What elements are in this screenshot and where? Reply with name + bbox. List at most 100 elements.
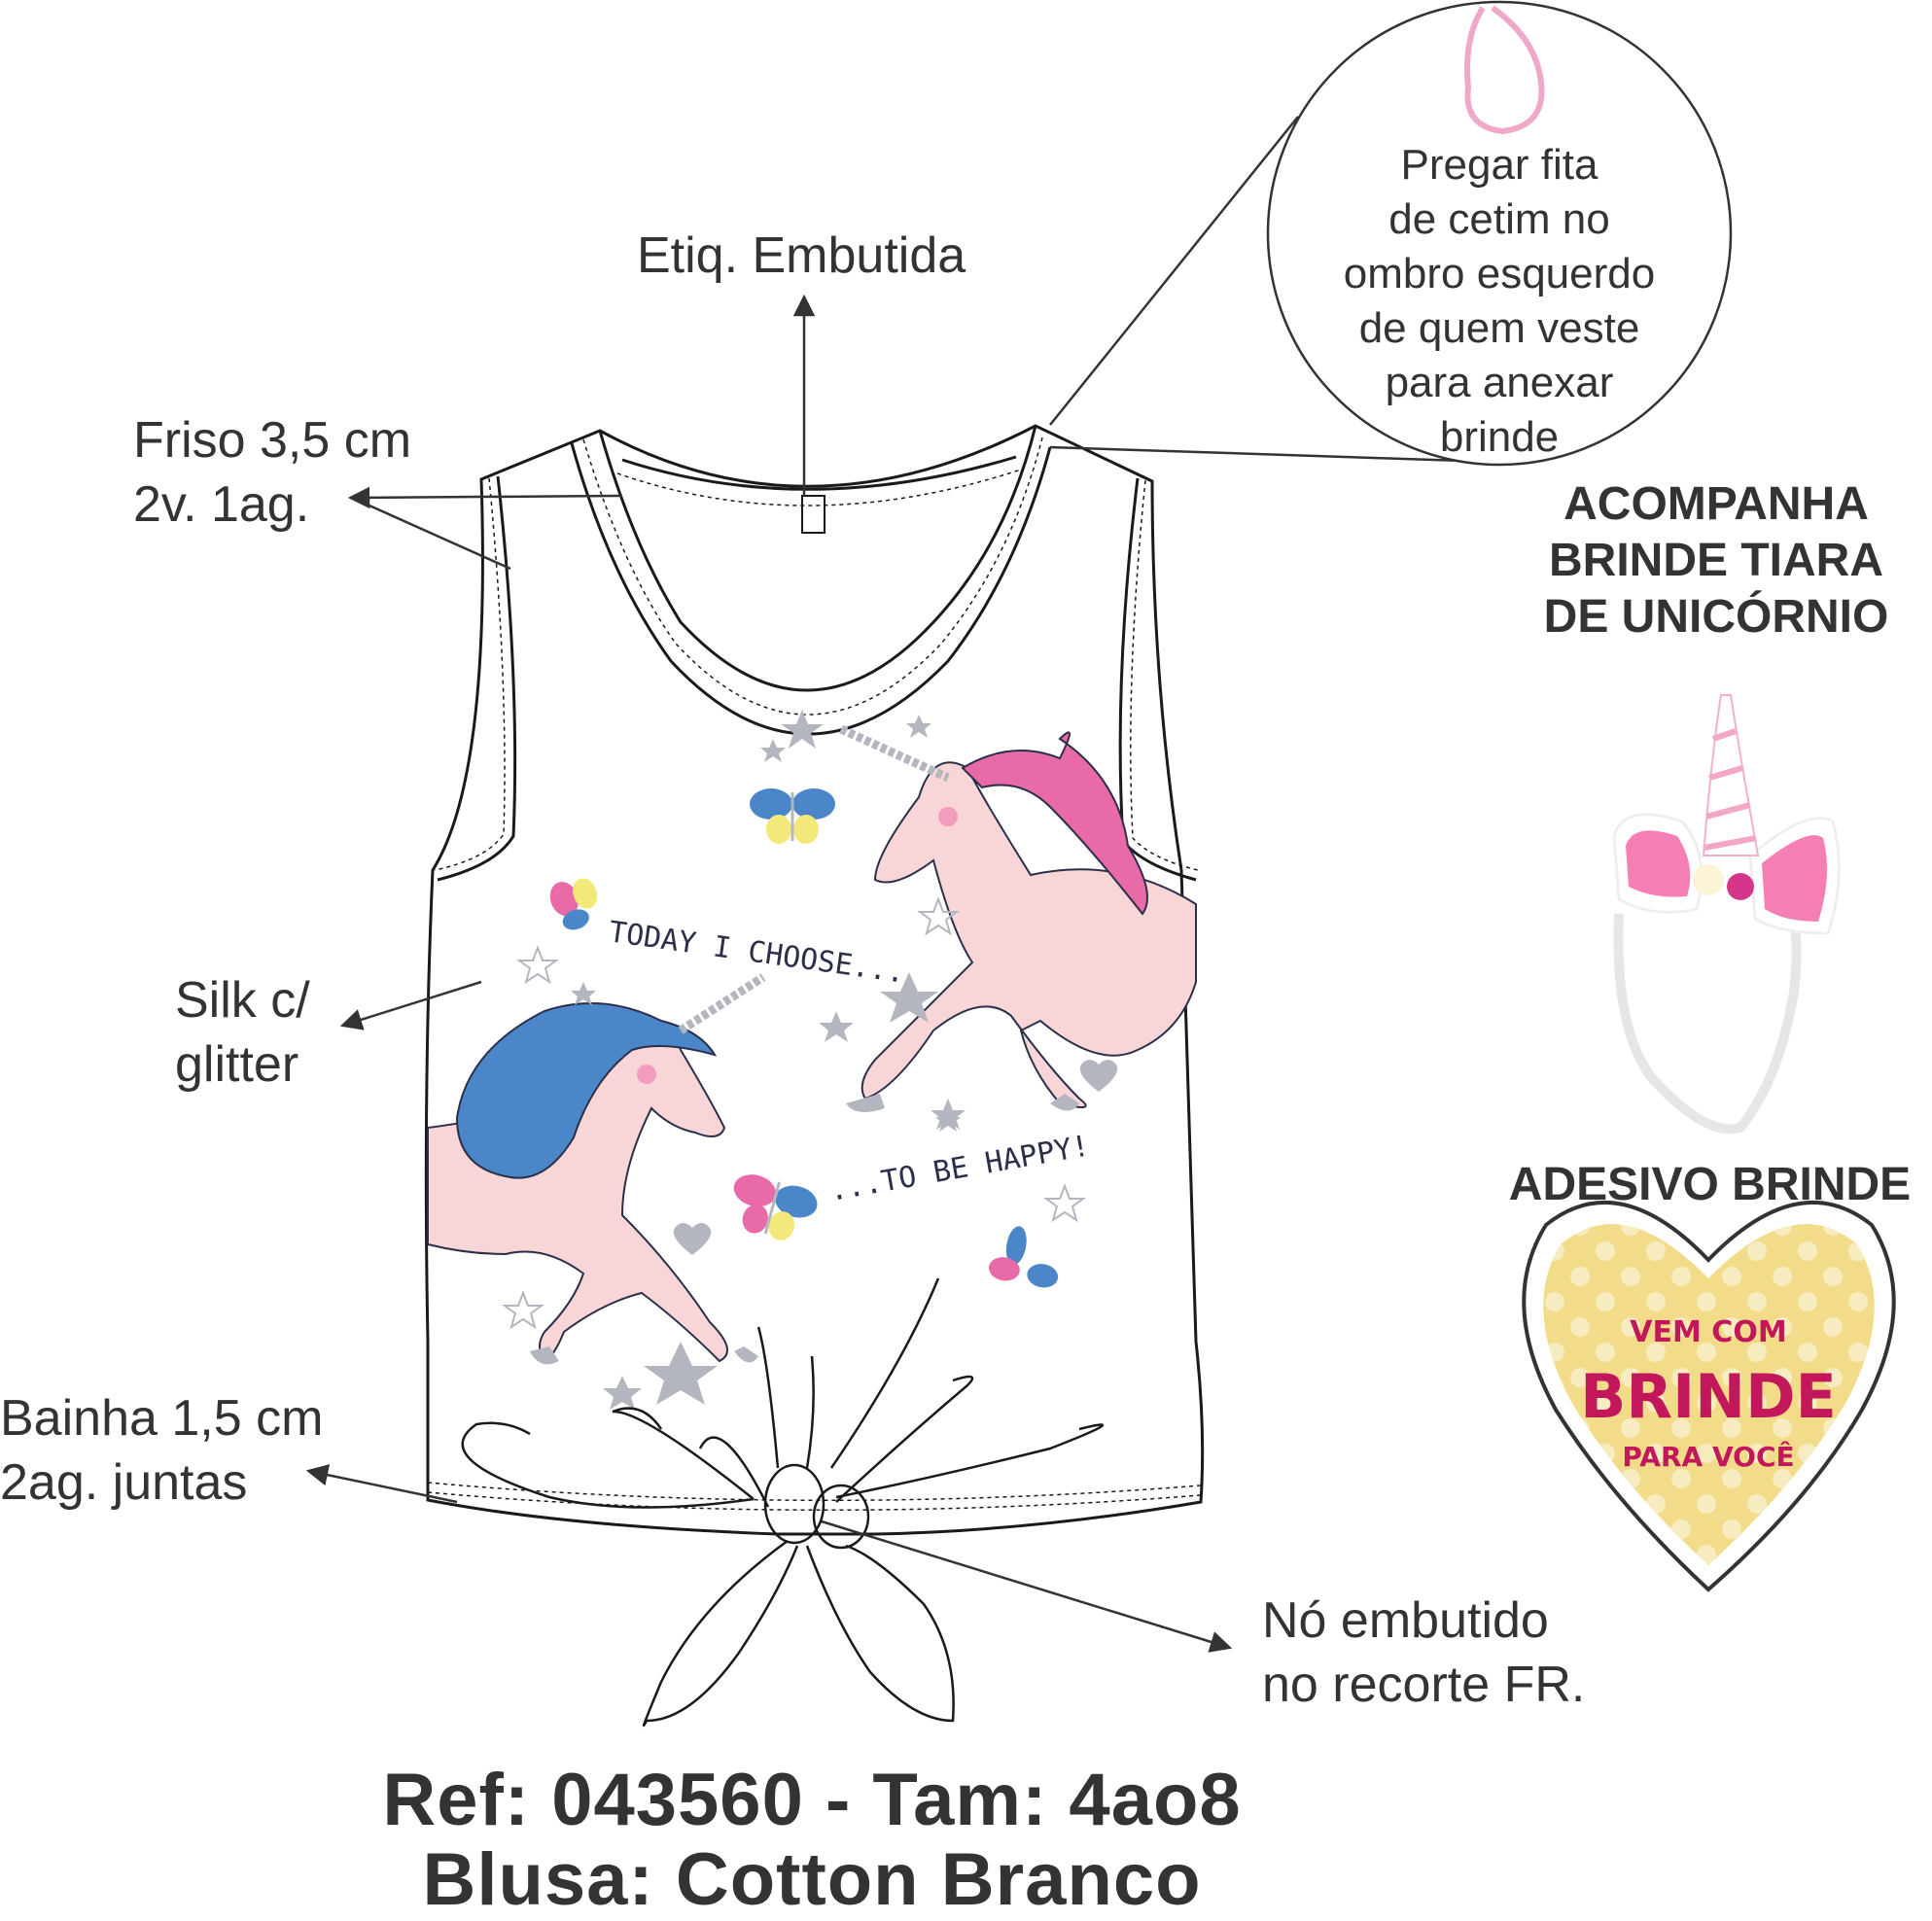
- star-icon: [819, 1011, 854, 1042]
- star-icon: [760, 739, 786, 762]
- hem-stitch-2: [427, 1491, 1202, 1512]
- star-icon: [935, 1108, 961, 1132]
- label-tag-callout: Etiq. Embutida: [637, 227, 966, 284]
- armhole-left-inner: [437, 475, 517, 882]
- star-icon: [906, 715, 931, 738]
- butterfly-icon: [750, 788, 835, 844]
- star-icon: [644, 1342, 718, 1405]
- front-knot: [461, 1277, 1105, 1728]
- star-icon: [880, 972, 938, 1023]
- tie-right-end: [805, 1544, 955, 1723]
- butterfly-icon: [549, 878, 598, 930]
- armhole-right-inner: [1118, 477, 1197, 882]
- unicorn-tiara-image: [1612, 694, 1841, 1135]
- armhole-right-stitch: [1130, 479, 1199, 871]
- star-icon: [603, 1376, 642, 1410]
- bubble-leader-2: [1049, 445, 1493, 464]
- tiara-gift-title: ACOMPANHA BRINDE TIARA DE UNICÓRNIO: [1512, 476, 1920, 646]
- print-callout-line1: Silk c/: [175, 972, 310, 1029]
- outline-star-icon: [501, 1290, 545, 1330]
- outline-star-icon: [515, 945, 560, 985]
- knot-callout-line1: Nó embutido: [1262, 1592, 1549, 1649]
- knot-leader: [821, 1519, 1233, 1653]
- unicorn-print: TODAY I CHOOSE... ...TO BE HAPPY!: [427, 710, 1197, 1410]
- tiara-rose-white: [1693, 864, 1724, 895]
- knot-right-loop: [835, 1375, 974, 1503]
- tie-left-end: [642, 1539, 799, 1728]
- knot-center-line-3: [805, 1355, 815, 1469]
- garment-outline: [424, 424, 1205, 1536]
- bubble-line: para anexar: [1385, 359, 1614, 406]
- armhole-left-stitch: [434, 477, 506, 871]
- outline-star-icon: [916, 896, 961, 936]
- tiara-rose-pink: [1727, 873, 1754, 900]
- knot-right-loop-2: [835, 1423, 1105, 1499]
- print-phrase-happy: ...TO BE HAPPY!: [826, 1129, 1092, 1208]
- knot-center-line-2: [756, 1326, 780, 1469]
- sticker-gift-title: ADESIVO BRINDE: [1508, 1159, 1912, 1210]
- bubble-line: brinde: [1439, 413, 1560, 461]
- bubble-line: Pregar fita: [1400, 141, 1598, 189]
- knot-center-line-1: [698, 1436, 770, 1508]
- ribbon-loop-icon: [1464, 5, 1545, 135]
- star-icon: [571, 982, 596, 1005]
- bubble-line: de cetim no: [1388, 195, 1610, 243]
- hem-callout-line1: Bainha 1,5 cm: [0, 1390, 324, 1447]
- neckline-back-stitch: [616, 469, 1022, 506]
- label-tag: [801, 495, 825, 534]
- unicorn-left-hoof-2: [734, 1346, 758, 1363]
- binding-leader-1: [347, 486, 623, 509]
- sticker-text-middle: BRINDE: [1580, 1361, 1837, 1432]
- heart-icon: [1079, 1060, 1118, 1092]
- tiara-ear-right-inner: [1762, 835, 1827, 922]
- knot-center: [763, 1463, 825, 1545]
- hem-leader: [305, 1464, 458, 1504]
- detail-circle: [1266, 0, 1733, 467]
- detail-bubble-text: Pregar fita de cetim no ombro esquerdo d…: [1266, 138, 1733, 465]
- knot-center-loop-1: [612, 1407, 755, 1500]
- sticker-text-bottom: PARA VOCÊ: [1622, 1440, 1794, 1473]
- binding-callout-line1: Friso 3,5 cm: [133, 412, 412, 469]
- unicorn-left-horn: [678, 973, 766, 1034]
- reference-line: Ref: 043560 - Tam: 4ao8: [382, 1759, 1242, 1841]
- tiara-ear-left-inner: [1626, 830, 1691, 897]
- butterfly-icon: [988, 1226, 1059, 1288]
- knot-right-line: [829, 1277, 940, 1469]
- neckline-outer: [598, 425, 1037, 692]
- star-icons: [571, 710, 966, 1410]
- unicorn-right-mane: [961, 731, 1148, 916]
- callout-lines: [305, 116, 1493, 1653]
- tiara-title-line: BRINDE TIARA: [1549, 535, 1883, 586]
- unicorn-right-hoof: [846, 1094, 885, 1112]
- unicorn-left-mane: [455, 1002, 718, 1179]
- unicorn-right-hoof-2: [1050, 1094, 1079, 1111]
- star-icon: [781, 710, 824, 749]
- gift-sticker: VEM COM BRINDE PARA VOCÊ: [1522, 1200, 1896, 1592]
- knot-center-2: [812, 1484, 870, 1550]
- outline-star-icons: [501, 896, 1087, 1330]
- neckline-stitch: [582, 437, 1043, 716]
- unicorn-left-hoof: [530, 1346, 559, 1365]
- bubble-line: de quem veste: [1358, 304, 1640, 352]
- print-callout-line2: glitter: [175, 1036, 299, 1093]
- tiara-title-line: ACOMPANHA: [1563, 478, 1869, 530]
- binding-callout-line2: 2v. 1ag.: [133, 476, 310, 533]
- hem-stitch-1: [427, 1482, 1202, 1502]
- product-line: Blusa: Cotton Branco: [422, 1838, 1202, 1921]
- print-leader: [339, 980, 482, 1030]
- tiara-headband: [1613, 902, 1802, 1135]
- bubble-line: ombro esquerdo: [1343, 250, 1656, 297]
- outline-star-icon: [1042, 1183, 1087, 1223]
- unicorn-left-cheek: [637, 1065, 656, 1084]
- unicorn-right-body: [861, 761, 1197, 1108]
- binding-leader-2: [351, 496, 511, 571]
- hem-callout-line2: 2ag. juntas: [0, 1454, 248, 1511]
- knot-callout-line2: no recorte FR.: [1262, 1657, 1586, 1713]
- detail-bubble: [1266, 0, 1733, 467]
- neckline-back: [621, 455, 1017, 491]
- unicorn-right-cheek: [938, 807, 958, 826]
- bubble-leader-1: [1049, 116, 1299, 426]
- tiara-title-line: DE UNICÓRNIO: [1543, 591, 1889, 643]
- sticker-text-top: VEM COM: [1630, 1315, 1786, 1349]
